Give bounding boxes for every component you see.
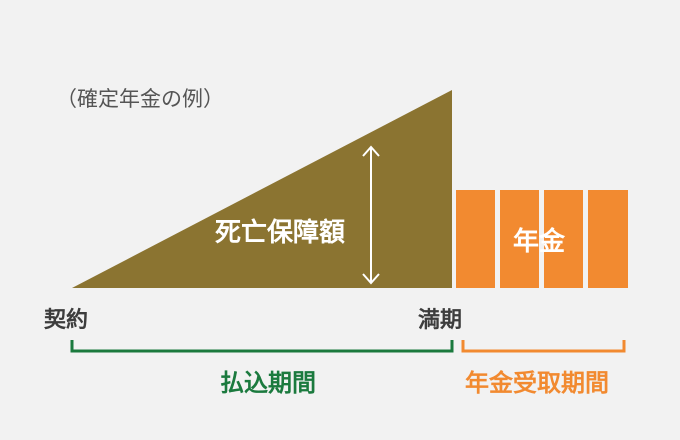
annuity-segment [456,190,495,288]
example-note: （確定年金の例） [56,87,224,111]
receiving-period-label: 年金受取期間 [465,369,609,397]
death-benefit-label: 死亡保障額 [215,218,346,248]
annuity-label: 年金 [513,227,566,257]
death-benefit-triangle [72,90,452,288]
payment-period-bracket [70,340,454,353]
double-arrow-icon [362,145,380,285]
annuity-bar [456,190,628,288]
annuity-segment [588,190,628,288]
annuity-segment [544,190,583,288]
annuity-segment [500,190,539,288]
receiving-period-bracket [461,340,626,353]
payment-period-label: 払込期間 [220,369,316,397]
maturity-label: 満期 [418,308,463,333]
contract-label: 契約 [44,308,89,333]
